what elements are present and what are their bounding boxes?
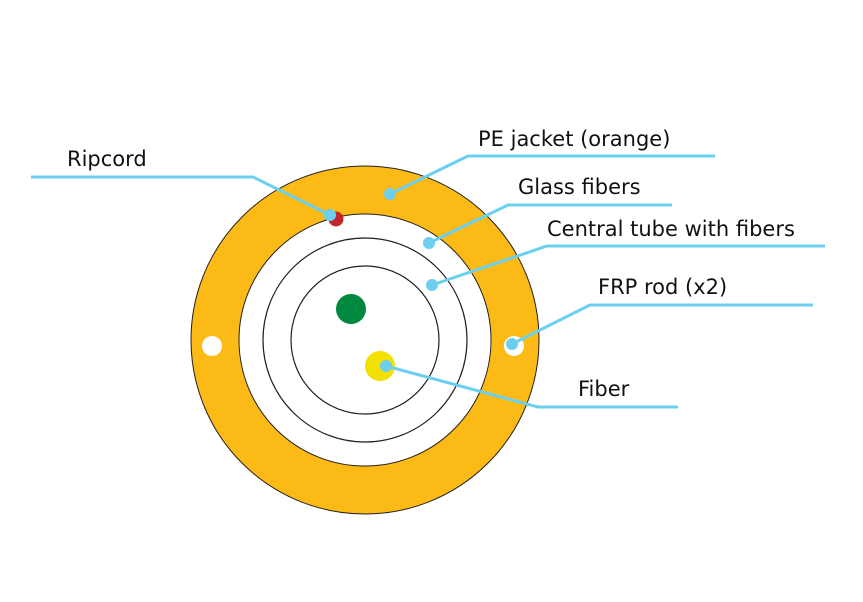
leader-line-pe-jacket	[389, 154, 715, 196]
leader-dot-pe-jacket	[384, 188, 396, 200]
leader-dot-central-tube	[426, 279, 438, 291]
frp-rod-left	[202, 336, 222, 356]
label-glass-fibers: Glass fibers	[518, 175, 641, 199]
leader-line-central-tube	[431, 244, 825, 287]
label-ripcord: Ripcord	[67, 147, 147, 171]
leader-line-fiber	[385, 364, 678, 409]
leader-line-ripcord	[31, 175, 331, 217]
leader-dot-frp-rod	[506, 338, 518, 350]
leader-line-frp-rod	[511, 303, 813, 346]
label-central-tube: Central tube with fibers	[547, 217, 795, 241]
leader-dot-fiber	[380, 360, 392, 372]
label-pe-jacket: PE jacket (orange)	[478, 127, 670, 151]
glass-fiber-layer	[238, 213, 492, 467]
fiber-green	[336, 294, 366, 324]
label-frp-rod: FRP rod (x2)	[598, 275, 727, 299]
leader-dot-glass-fibers	[423, 237, 435, 249]
central-tube-outer-ring	[262, 237, 468, 443]
leader-dot-ripcord	[324, 209, 336, 221]
leader-line-glass-fibers	[428, 203, 672, 245]
label-fiber: Fiber	[578, 377, 630, 401]
central-tube-inner-ring	[290, 265, 440, 415]
